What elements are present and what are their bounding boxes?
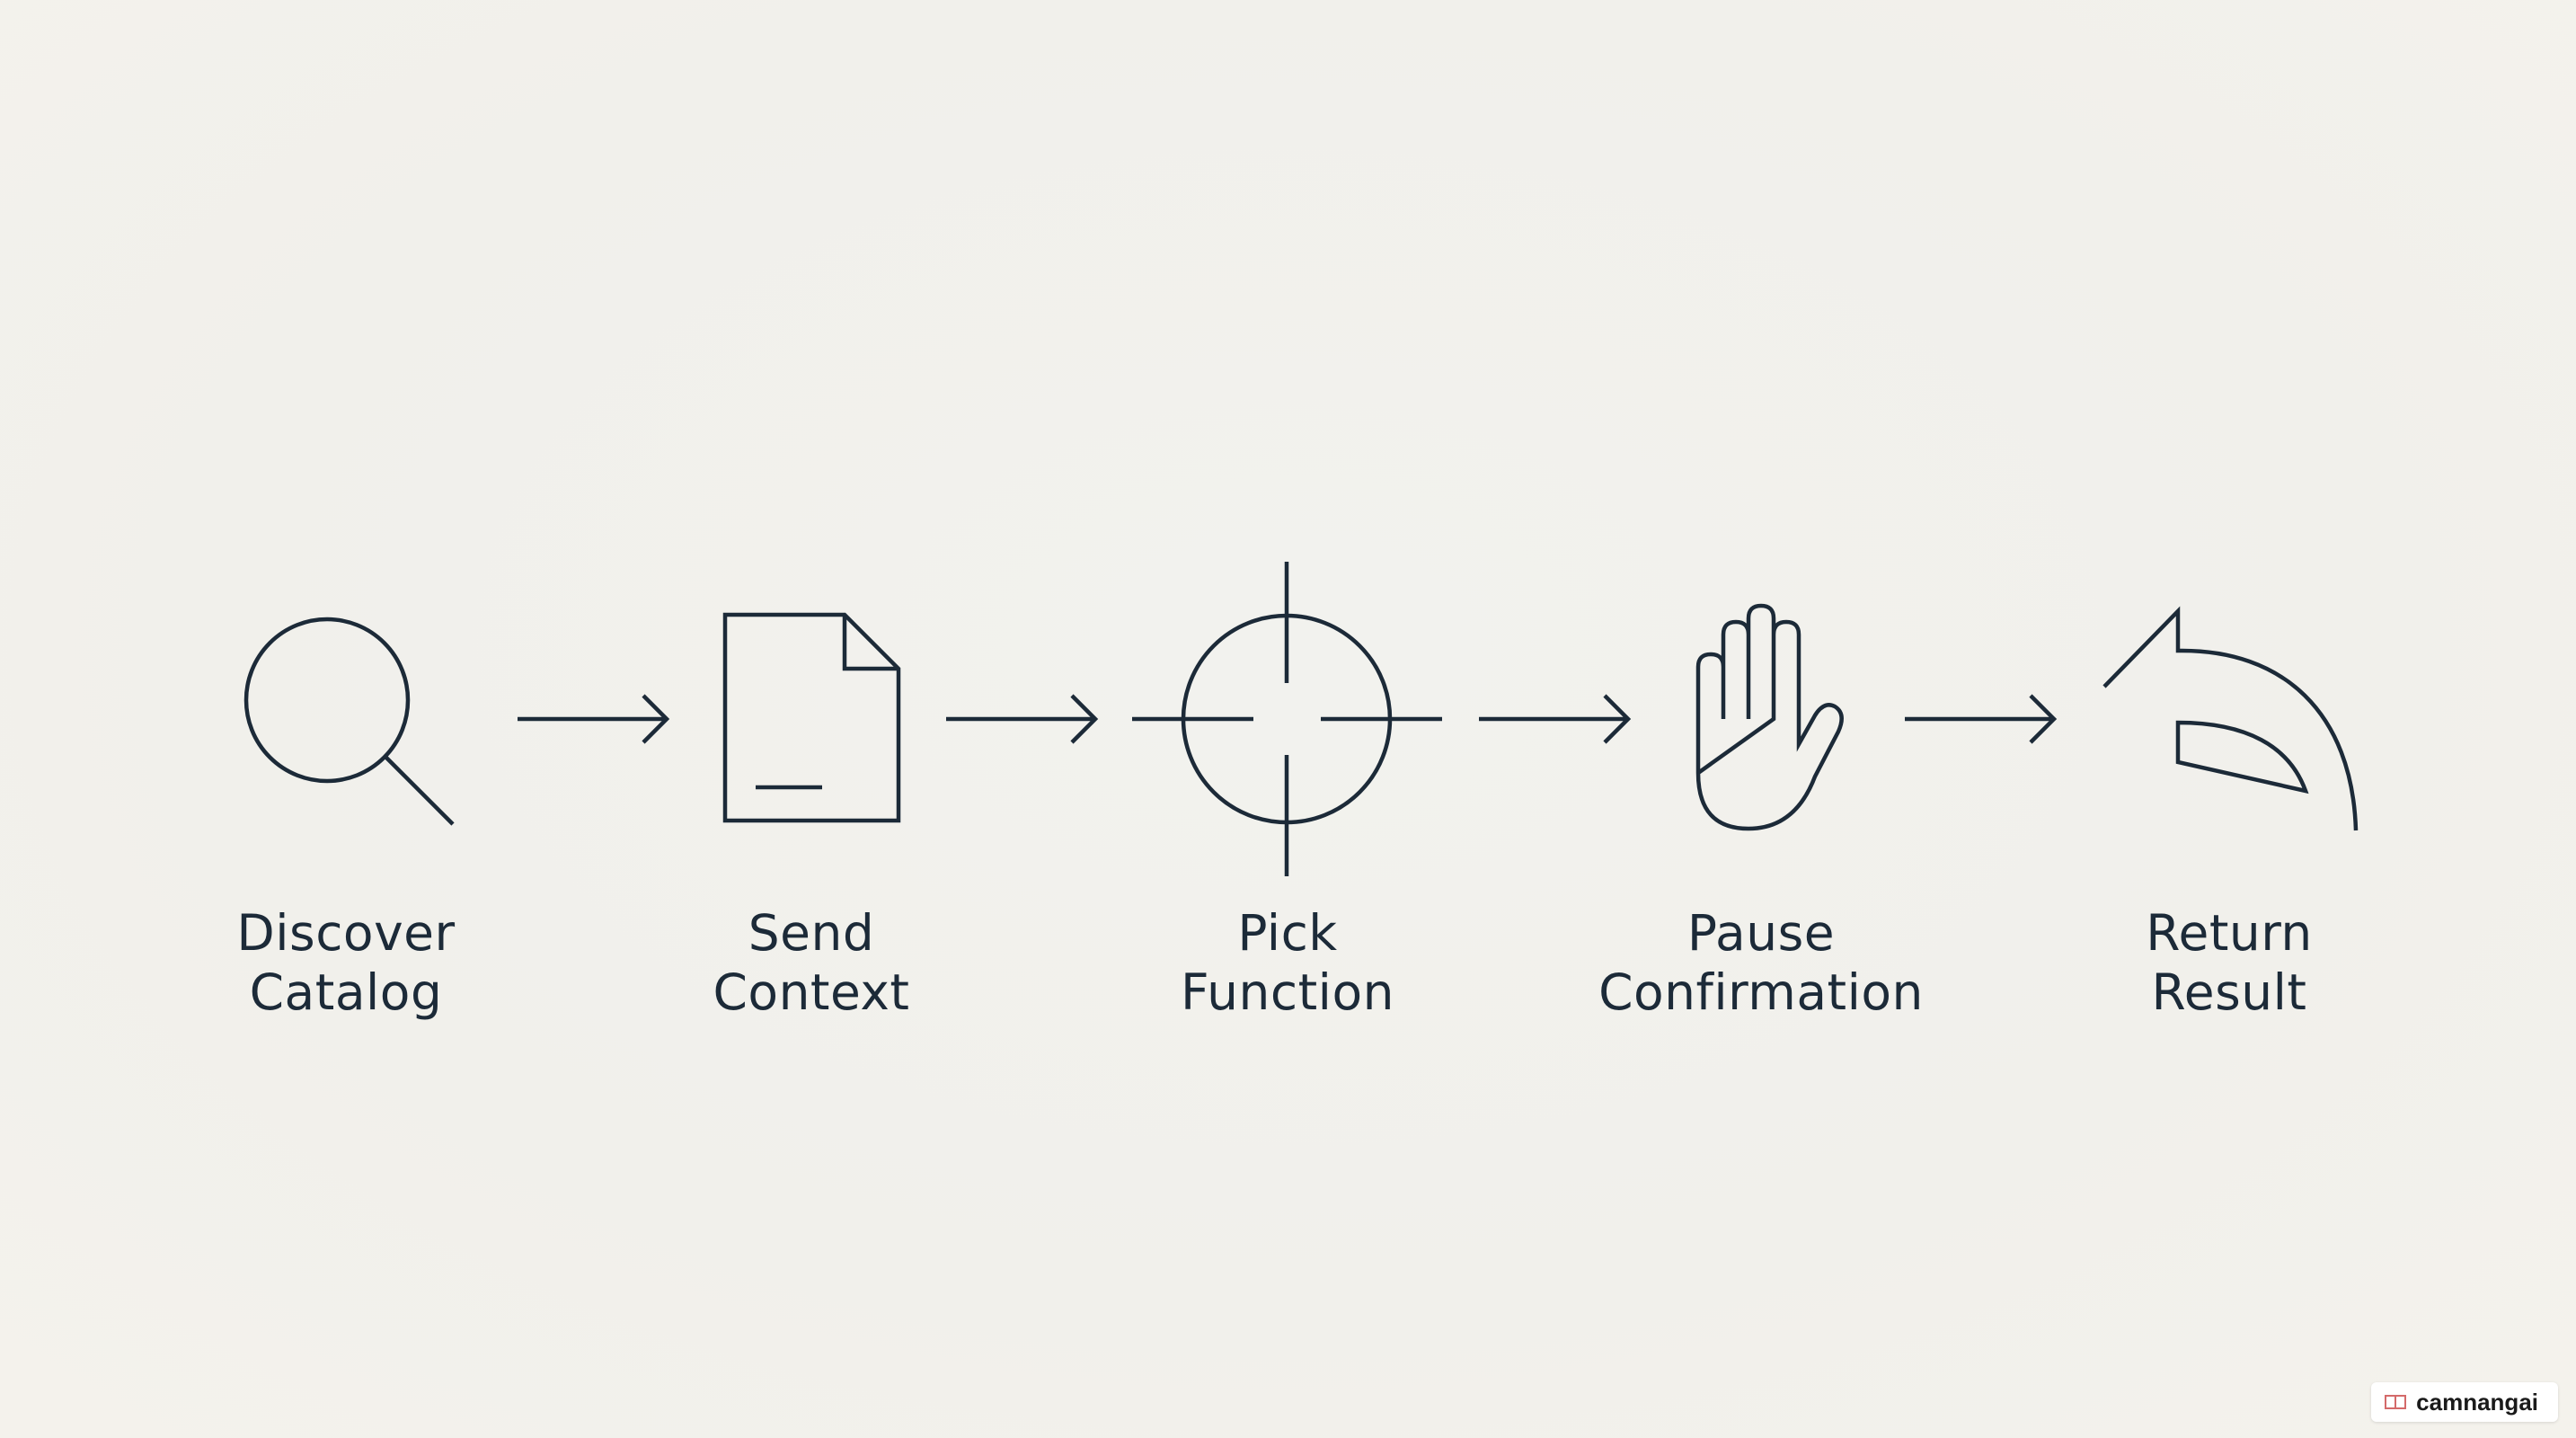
step-label-line1: Return: [2146, 904, 2313, 962]
step-label-line1: Pick: [1237, 904, 1338, 962]
step-label-line2: Catalog: [249, 963, 443, 1021]
arrow-right-icon: [518, 694, 670, 744]
step-label-line2: Result: [2151, 963, 2307, 1021]
watermark-text: camnangai: [2416, 1388, 2538, 1416]
step-label-line1: Send: [748, 904, 875, 962]
step-label-line2: Confirmation: [1598, 963, 1924, 1021]
watermark-badge: camnangai: [2371, 1382, 2558, 1422]
step-label-send-context: Send Context: [578, 903, 1045, 1022]
arrow-right-icon: [1905, 694, 2058, 744]
step-label-discover-catalog: Discover Catalog: [112, 903, 580, 1022]
step-label-line2: Function: [1181, 963, 1394, 1021]
step-label-return-result: Return Result: [1996, 903, 2463, 1022]
step-label-pick-function: Pick Function: [1054, 903, 1521, 1022]
document-icon: [722, 612, 901, 823]
step-label-pause-confirmation: Pause Confirmation: [1527, 903, 1995, 1022]
arrow-right-icon: [1479, 694, 1632, 744]
step-label-line2: Context: [713, 963, 910, 1021]
hand-icon: [1695, 603, 1844, 831]
crosshair-icon: [1132, 562, 1442, 876]
step-label-line1: Pause: [1686, 904, 1836, 962]
return-arrow-icon: [2102, 606, 2359, 831]
book-icon: [2385, 1395, 2407, 1409]
step-label-line1: Discover: [236, 904, 456, 962]
magnifier-icon: [243, 617, 455, 826]
arrow-right-icon: [946, 694, 1099, 744]
